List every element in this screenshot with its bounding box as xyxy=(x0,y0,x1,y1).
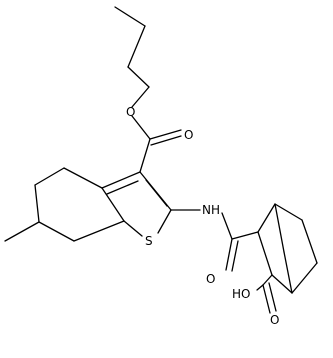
bond xyxy=(256,284,264,291)
bond xyxy=(131,86,150,108)
bonds xyxy=(4,6,318,314)
bond xyxy=(231,231,259,240)
bond xyxy=(34,167,65,186)
bond xyxy=(145,179,168,207)
atom-label-ester-o-single: O xyxy=(126,105,135,119)
bond xyxy=(231,240,239,272)
atom-label-ester-o-double: O xyxy=(184,128,193,142)
bond xyxy=(73,220,125,242)
atom-label-acid-o-double: O xyxy=(270,313,279,327)
bond xyxy=(157,209,172,234)
bond xyxy=(225,238,233,271)
bond xyxy=(114,6,146,27)
bond xyxy=(150,135,182,146)
bond xyxy=(101,187,125,222)
bond xyxy=(271,274,293,294)
bond xyxy=(4,221,40,242)
bond xyxy=(291,262,318,294)
bond xyxy=(274,203,285,253)
bond xyxy=(34,184,40,223)
bond xyxy=(123,220,143,237)
atom-label-amide-o: O xyxy=(206,272,215,286)
bond xyxy=(283,251,293,294)
bond xyxy=(131,115,151,140)
bond xyxy=(301,219,318,264)
bond xyxy=(221,212,233,240)
bond xyxy=(257,231,273,276)
atom-label-amide-nh: NH xyxy=(202,203,220,217)
bond xyxy=(106,180,139,195)
atom-label-ring-sulfur: S xyxy=(145,234,153,248)
bond xyxy=(268,282,277,312)
bond xyxy=(257,203,276,233)
bond xyxy=(101,171,141,189)
bond xyxy=(127,25,146,68)
bond xyxy=(63,167,103,189)
bond xyxy=(274,203,303,221)
bond xyxy=(262,274,273,286)
atom-label-acid-oh: HO xyxy=(232,287,250,301)
bond xyxy=(149,129,182,140)
bond xyxy=(38,221,75,242)
atom-labels: O O S NH O HO O xyxy=(126,105,279,327)
bond xyxy=(127,66,150,88)
bond xyxy=(139,138,151,173)
bond xyxy=(262,284,271,314)
